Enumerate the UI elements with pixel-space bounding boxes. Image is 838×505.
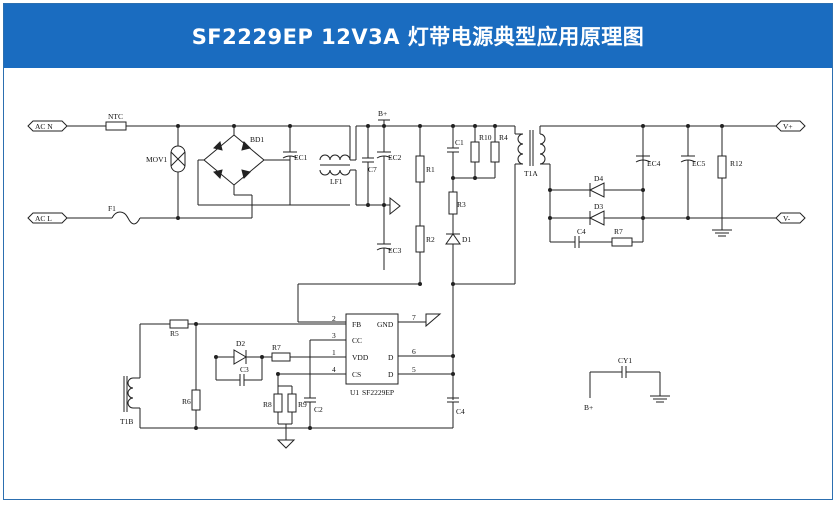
ntc-resistor — [105, 121, 127, 131]
label-pin-2: 2 — [332, 314, 336, 323]
label-pin-7: 7 — [412, 313, 416, 322]
label-c2: C2 — [314, 405, 323, 414]
label-c4-output: C4 — [577, 227, 586, 236]
label-r6: R6 — [182, 397, 191, 406]
label-pin-cs: CS — [352, 370, 361, 379]
label-c4: C4 — [456, 407, 465, 416]
transformer-t1a — [517, 130, 546, 166]
label-f1: F1 — [108, 204, 116, 213]
label-ntc: NTC — [108, 112, 123, 121]
resistor-r7 — [271, 352, 291, 362]
vminus-terminal — [775, 212, 806, 224]
bridge-rectifier-bd1 — [203, 134, 265, 186]
hot-ground-symbol — [389, 196, 401, 216]
label-vminus: V- — [783, 214, 791, 223]
label-bplus-cy: B+ — [584, 403, 593, 412]
diagram-frame: SF2229EP 12V3A 灯带电源典型应用原理图 — [3, 3, 833, 500]
resistor-r7-output — [611, 237, 633, 247]
label-r9: R9 — [298, 400, 307, 409]
resistor-r12 — [717, 155, 727, 179]
resistor-r10 — [470, 141, 480, 163]
label-ec5: EC5 — [692, 159, 706, 168]
label-r12: R12 — [730, 159, 743, 168]
resistor-r8 — [273, 393, 283, 413]
label-cy1: CY1 — [618, 356, 632, 365]
label-mov1: MOV1 — [146, 155, 168, 164]
page-title: SF2229EP 12V3A 灯带电源典型应用原理图 — [191, 25, 645, 49]
label-pin-vdd: VDD — [352, 353, 369, 362]
label-r10: R10 — [479, 133, 492, 142]
label-pin-fb: FB — [352, 320, 361, 329]
fuse-f1 — [111, 211, 141, 225]
title-bar: SF2229EP 12V3A 灯带电源典型应用原理图 — [4, 4, 832, 68]
label-pin-6: 6 — [412, 347, 416, 356]
label-pin-4: 4 — [332, 365, 336, 374]
label-r7-output: R7 — [614, 227, 623, 236]
resistor-r9 — [287, 393, 297, 413]
label-ac-l: AC L — [35, 214, 52, 223]
ic-sf2229ep — [345, 313, 399, 385]
resistor-r1 — [415, 155, 425, 183]
label-d2: D2 — [236, 339, 245, 348]
label-r2: R2 — [426, 235, 435, 244]
ground-arrow-cs — [276, 439, 296, 449]
label-c3: C3 — [240, 365, 249, 374]
label-pin-d-6: D — [388, 353, 394, 362]
gnd-arrow-symbol — [425, 313, 442, 328]
resistor-r6 — [191, 389, 201, 411]
label-bplus-top: B+ — [378, 109, 387, 118]
label-ec2: EC2 — [388, 153, 402, 162]
label-ec1: EC1 — [294, 153, 308, 162]
label-r7: R7 — [272, 343, 281, 352]
label-c1: C1 — [455, 138, 464, 147]
label-d4: D4 — [594, 174, 603, 183]
resistor-r3 — [448, 191, 458, 215]
vplus-terminal — [775, 120, 806, 132]
resistor-r5 — [169, 319, 189, 329]
label-pin-cc: CC — [352, 336, 362, 345]
label-t1a: T1A — [524, 169, 538, 178]
label-ac-n: AC N — [35, 122, 53, 131]
label-pin-1: 1 — [332, 348, 336, 357]
label-pin-d-5: D — [388, 370, 394, 379]
transformer-t1b — [123, 376, 134, 412]
label-ec3: EC3 — [388, 246, 402, 255]
label-r3: R3 — [457, 200, 466, 209]
label-d1: D1 — [462, 235, 471, 244]
label-lf1: LF1 — [330, 177, 343, 186]
diode-d2 — [233, 349, 247, 365]
label-r1: R1 — [426, 165, 435, 174]
common-mode-choke-lf1 — [319, 154, 351, 176]
label-pin-3: 3 — [332, 331, 336, 340]
label-bd1: BD1 — [250, 135, 264, 144]
label-r8: R8 — [263, 400, 272, 409]
label-pin-gnd: GND — [377, 320, 394, 329]
label-pin-5: 5 — [412, 365, 416, 374]
label-t1b: T1B — [120, 417, 133, 426]
label-r5: R5 — [170, 329, 179, 338]
label-ec4: EC4 — [647, 159, 661, 168]
label-c7: C7 — [368, 165, 377, 174]
diode-d1 — [445, 233, 461, 245]
resistor-r4 — [490, 141, 500, 163]
resistor-r2 — [415, 225, 425, 253]
label-ic-name: SF2229EP — [362, 388, 394, 397]
diode-d3 — [588, 210, 605, 226]
label-vplus: V+ — [783, 122, 793, 131]
label-r4: R4 — [499, 133, 508, 142]
junction-dots — [176, 124, 724, 430]
diode-d4 — [588, 182, 605, 198]
label-u1: U1 — [350, 388, 359, 397]
label-d3: D3 — [594, 202, 603, 211]
